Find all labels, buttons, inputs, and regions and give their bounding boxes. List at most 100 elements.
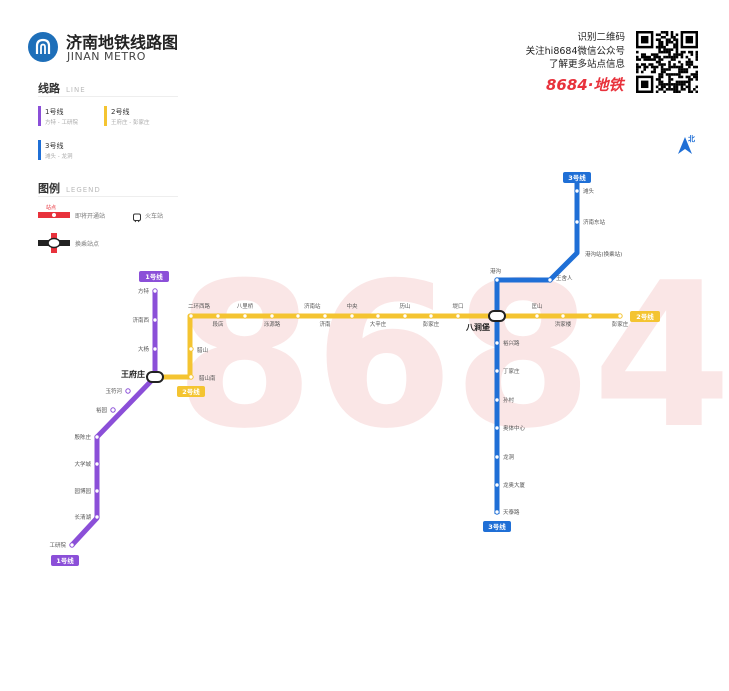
line2-station-dot[interactable] [349,313,355,319]
transfer-station-bajianpu[interactable] [488,310,506,322]
line2-station-label: 彭家庄 [612,320,629,328]
train-station-icon [132,208,142,227]
line1-station-dot[interactable] [94,514,100,520]
line2-station-dot[interactable] [375,313,381,319]
line1-station-label: 玉符河 [105,387,122,395]
line3-legend-bar [38,140,41,160]
promo-line1: 识别二维码 [577,32,625,43]
line3-top-badge: 3号线 [563,172,591,183]
line1-station-label: 长清湖 [74,513,91,521]
north-label: 北 [688,135,695,143]
line3-station-dot[interactable] [547,277,553,283]
lines-divider [38,96,178,97]
line2-station-dot[interactable] [215,313,221,319]
north-arrow-icon [676,134,700,158]
line3-station-dot[interactable] [494,277,500,283]
line2-station-dot[interactable] [188,374,194,380]
line2-station-dot[interactable] [617,313,623,319]
line1-station-label: 方特 [138,287,150,295]
line3-legend-name: 3号线 [45,142,64,150]
line3-top-badge-text: 3号线 [568,173,586,182]
lines-section-title: 线路 LINE [38,80,86,96]
line1-station-dot[interactable] [94,434,100,440]
line1-station-label: 殷陈庄 [74,433,91,441]
legend-station-desc: 即将开通站 [75,213,106,220]
promo-text: 识别二维码 关注hi8684微信公众号 了解更多站点信息 [526,31,625,72]
legend-subtitle-text: LEGEND [66,186,101,194]
line3-station-label: 丁家庄 [503,367,520,375]
line1-station-dot[interactable] [152,288,158,294]
line2-station-label: 腊山 [197,346,208,354]
line2-station-dot[interactable] [587,313,593,319]
line1-station-dot[interactable] [152,346,158,352]
lines-subtitle-text: LINE [66,86,86,94]
line2-station-label: 腊山南 [199,374,216,382]
line2-legend-name: 2号线 [111,108,130,116]
legend-station-icon [38,207,70,226]
line3-station-dot[interactable] [494,340,500,346]
line1-station-label: 大学城 [74,460,91,468]
line2-station-label: 济南 [319,320,331,328]
line1-station-dot[interactable] [152,317,158,323]
line3-station-dot[interactable] [494,397,500,403]
line3-station-dot[interactable] [574,219,580,225]
line2-station-dot[interactable] [188,346,194,352]
line3-station-label: 龙洞 [503,453,515,461]
line3-station-label: 王舍人 [556,274,573,282]
line2-station-label: 堤口 [452,302,463,310]
page-subtitle: JINAN METRO [67,50,146,63]
legend-station-label: 站点 [46,205,57,211]
line2-station-dot[interactable] [242,313,248,319]
line1-station-dot[interactable] [94,461,100,467]
transfer-station-wangfuzhuang[interactable] [146,371,164,383]
line2-station-dot[interactable] [534,313,540,319]
line2-station-label: 泺源路 [264,320,281,328]
transfer-station-icon [38,233,70,257]
line3-station-dot[interactable] [494,368,500,374]
legend-transfer-desc: 换乘站点 [75,241,100,248]
transfer-label-bajianpu: 八涧堡 [465,322,490,332]
page-title: 济南地铁线路图 [66,33,179,52]
line1-station-label: 园博园 [74,487,91,495]
line1-top-badge: 1号线 [139,271,169,282]
line2-station-label: 济南站 [304,302,321,310]
line3-station-label: 龙奥大厦 [503,481,526,489]
promo-line3: 了解更多站点信息 [548,59,625,70]
line2-station-label: 段店 [212,320,224,328]
line1-station-dot[interactable] [110,407,116,413]
line1-station-dot[interactable] [94,488,100,494]
line2-station-dot[interactable] [269,313,275,319]
line1-station-dot[interactable] [125,388,131,394]
line1-station-label: 济南西 [132,316,149,324]
legend-section-title: 图例 LEGEND [38,180,101,196]
qr-code-icon[interactable] [636,31,699,94]
line3-station-dot[interactable] [494,509,500,515]
line2-station-dot[interactable] [402,313,408,319]
line2-station-dot[interactable] [455,313,461,319]
line2-station-label: 洪家楼 [555,320,572,328]
line3-station-label: 孙村 [503,396,515,404]
line3-bottom-badge: 3号线 [483,521,511,532]
line3-station-label: 济南东站 [583,218,606,226]
line2-station-dot[interactable] [188,313,194,319]
line3-station-dot[interactable] [494,482,500,488]
line2-station-label: 中央 [346,302,358,310]
line1-station-label: 大杨 [138,345,150,353]
line2-station-dot[interactable] [322,313,328,319]
line2-east-badge: 2号线 [630,311,660,322]
line2-station-dot[interactable] [428,313,434,319]
line2-legend-range: 王府庄 - 彭家庄 [111,120,150,126]
brand-logo: 8684·地铁 [546,76,624,94]
line2-station-dot[interactable] [560,313,566,319]
line2-station-dot[interactable] [295,313,301,319]
line1-station-dot[interactable] [69,542,75,548]
line2-west-badge-text: 2号线 [182,387,200,396]
lines-title-text: 线路 [38,82,60,95]
line3-station-dot[interactable] [574,188,580,194]
line3-station-label: 天泰路 [503,508,520,516]
line3-station-dot[interactable] [494,425,500,431]
line1-legend-range: 方特 - 工研院 [45,120,78,126]
legend-title-text: 图例 [38,182,60,195]
line3-station-dot[interactable] [494,454,500,460]
line1-top-badge-text: 1号线 [145,272,163,281]
